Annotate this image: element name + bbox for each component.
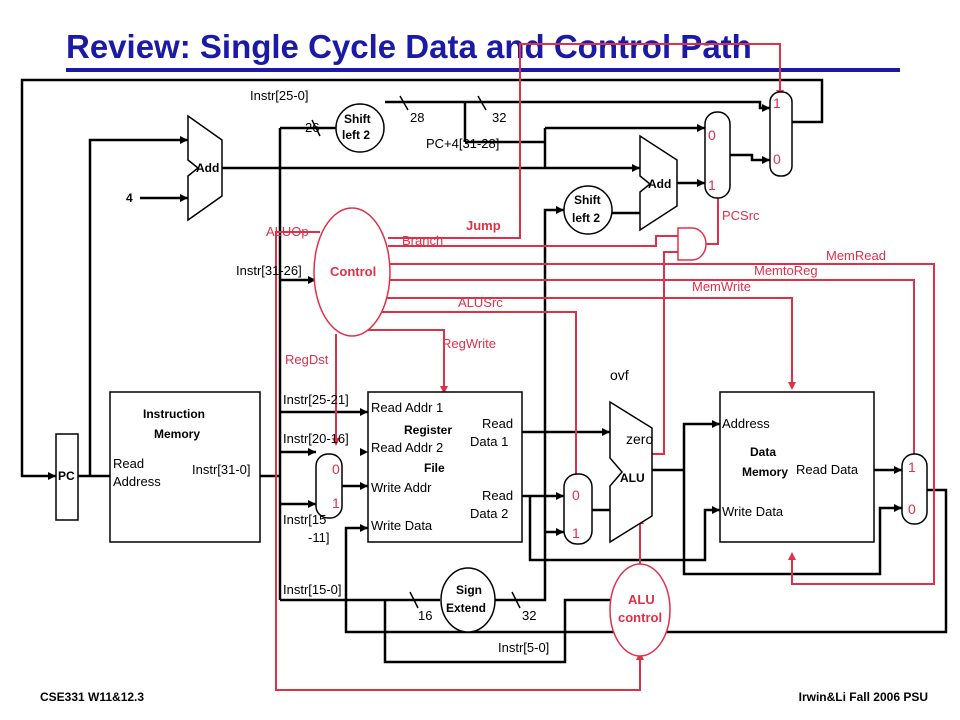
pc-label: PC <box>58 469 75 483</box>
alusrc-mux-input-0: 0 <box>572 487 580 503</box>
branch-mux-input-0: 0 <box>708 127 716 143</box>
alu-zero-label: zero <box>626 431 653 447</box>
jump-mux-input-0: 0 <box>773 151 781 167</box>
control-unit-label: Control <box>330 264 376 279</box>
imem-read-address-line2: Address <box>113 474 161 489</box>
alu-ovf-label: ovf <box>610 367 629 383</box>
rf-read-data-1-line1: Read <box>482 416 513 431</box>
signal-jump: Jump <box>466 218 501 233</box>
bus-instr-15-11-line1: Instr[15 <box>283 512 326 527</box>
sign-extend-unit <box>440 567 496 633</box>
pc-register <box>55 433 79 521</box>
rf-read-data-2-line1: Read <box>482 488 513 503</box>
alu-name-label: ALU <box>620 471 645 485</box>
datapath-arrows <box>48 104 902 536</box>
rf-read-data-2-line2: Data 2 <box>470 506 508 521</box>
data-memory <box>719 391 875 543</box>
signal-pcsrc: PCSrc <box>722 208 760 223</box>
sign-extend-line1: Sign <box>456 583 482 597</box>
alu-control-unit <box>609 563 671 657</box>
dmem-write-data: Write Data <box>722 504 784 519</box>
rf-write-addr: Write Addr <box>371 480 432 495</box>
branch-adder <box>639 134 678 232</box>
bus-width-ticks <box>311 95 521 609</box>
footer-credit: Irwin&Li Fall 2006 PSU <box>798 690 928 704</box>
sign-extend-line2: Extend <box>446 601 486 615</box>
memtoreg-mux-input-1: 1 <box>908 459 916 475</box>
bus-instr-5-0: Instr[5-0] <box>498 640 549 655</box>
bus-instr-31-26: Instr[31-26] <box>236 263 302 278</box>
imem-name-line1: Instruction <box>143 407 205 421</box>
signal-memread: MemRead <box>826 248 886 263</box>
dmem-name-line1: Data <box>750 445 776 459</box>
rf-name-line1: Register <box>404 423 452 437</box>
rf-read-addr-1: Read Addr 1 <box>371 400 443 415</box>
regdst-mux-input-1: 1 <box>332 495 340 511</box>
bus-instr-20-16: Instr[20-16] <box>283 431 349 446</box>
shift-branch-line1: Shift <box>574 193 601 207</box>
control-wires <box>275 43 935 691</box>
imem-output-label: Instr[31-0] <box>192 462 251 477</box>
pc-adder <box>187 114 223 222</box>
branch-adder-label: Add <box>648 177 671 191</box>
pc-adder-label: Add <box>196 161 219 175</box>
rf-read-addr-2: Read Addr 2 <box>371 440 443 455</box>
branch-mux-input-1: 1 <box>708 177 716 193</box>
instruction-memory <box>109 391 261 543</box>
bus-width-16: 16 <box>418 608 432 623</box>
bus-instr-15-0: Instr[15-0] <box>283 582 342 597</box>
rf-name-line2: File <box>424 461 445 475</box>
alu-control-line2: control <box>618 610 662 625</box>
regdst-mux-input-0: 0 <box>332 461 340 477</box>
alusrc-mux-input-1: 1 <box>572 525 580 541</box>
shift-left-jump <box>335 103 385 153</box>
bus-instr-15-11-line2: -11] <box>308 530 329 545</box>
signal-branch: Branch <box>402 233 443 248</box>
bus-pc4-31-28: PC+4[31-28] <box>426 136 499 151</box>
memtoreg-mux <box>901 453 928 525</box>
footer-course: CSE331 W11&12.3 <box>40 690 145 704</box>
slide-title: Review: Single Cycle Data and Control Pa… <box>66 28 752 65</box>
shift-branch-line2: left 2 <box>572 211 600 225</box>
bus-width-32-top: 32 <box>492 110 506 125</box>
signal-alusrc: ALUSrc <box>458 295 503 310</box>
control-unit <box>313 207 391 337</box>
shift-jump-line1: Shift <box>344 112 371 126</box>
signal-memtoreg: MemtoReg <box>754 263 818 278</box>
imem-read-address-line1: Read <box>113 456 144 471</box>
bus-width-26: 26 <box>305 120 319 135</box>
imem-name-line2: Memory <box>154 427 200 441</box>
memtoreg-mux-input-0: 0 <box>908 501 916 517</box>
rf-read-data-1-line2: Data 1 <box>470 434 508 449</box>
signal-regdst: RegDst <box>285 352 329 367</box>
bus-width-32-bottom: 32 <box>522 608 536 623</box>
bus-instr-25-0: Instr[25-0] <box>250 88 309 103</box>
alu-control-line1: ALU <box>628 592 655 607</box>
shift-jump-line2: left 2 <box>342 128 370 142</box>
branch-mux <box>704 111 731 199</box>
jump-mux <box>769 91 793 177</box>
signal-memwrite: MemWrite <box>692 279 751 294</box>
dmem-read-data: Read Data <box>796 462 859 477</box>
alusrc-mux <box>563 473 593 545</box>
signal-regwrite: RegWrite <box>442 336 496 351</box>
rf-write-data: Write Data <box>371 518 433 533</box>
signal-aluop: ALUOp <box>266 224 309 239</box>
shift-left-branch <box>563 185 613 235</box>
bus-instr-25-21: Instr[25-21] <box>283 392 349 407</box>
dmem-address: Address <box>722 416 770 431</box>
register-file <box>367 391 523 543</box>
jump-mux-input-1: 1 <box>773 95 781 111</box>
regdst-mux <box>315 453 343 519</box>
alu-shape <box>609 400 653 544</box>
constant-four: 4 <box>126 191 133 205</box>
dmem-name-line2: Memory <box>742 465 788 479</box>
bus-width-28: 28 <box>410 110 424 125</box>
branch-and-gate <box>677 227 707 261</box>
